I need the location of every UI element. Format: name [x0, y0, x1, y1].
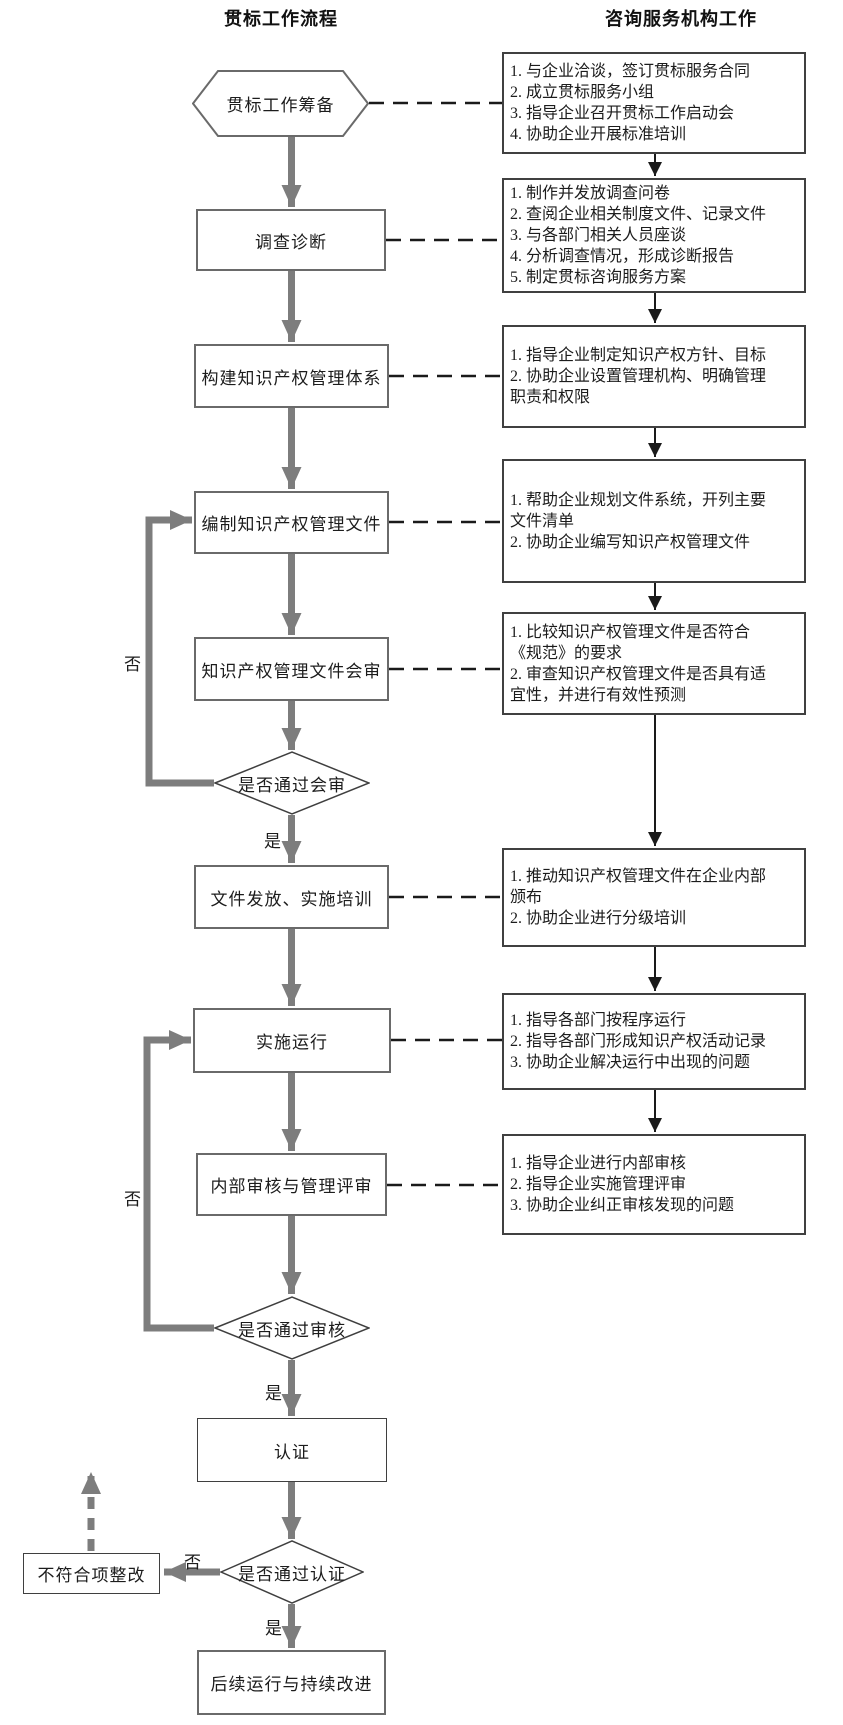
node-rectify: 不符合项整改 [23, 1553, 160, 1594]
branch-yes-audit: 是 [265, 1384, 282, 1403]
decision-pass-audit: 是否通过审核 [214, 1296, 370, 1360]
node-diagnose-label: 调查诊断 [255, 232, 327, 252]
consultant-box-2: 1. 制作并发放调查问卷 2. 查阅企业相关制度文件、记录文件 3. 与各部门相… [502, 178, 806, 293]
consultant-box-1: 1. 与企业洽谈，签订贯标服务合同 2. 成立贯标服务小组 3. 指导企业召开贯… [502, 52, 806, 154]
decision-pass-cert-label: 是否通过认证 [238, 1564, 346, 1584]
node-draft-docs-label: 编制知识产权管理文件 [201, 515, 382, 534]
node-build-system-label: 构建知识产权管理体系 [201, 368, 382, 388]
consultant-box-8: 1. 指导企业进行内部审核 2. 指导企业实施管理评审 3. 协助企业纠正审核发… [502, 1134, 806, 1235]
node-prep: 贯标工作筹备 [192, 70, 369, 137]
node-internal-audit: 内部审核与管理评审 [196, 1153, 387, 1216]
consultant-box-1-text: 1. 与企业洽谈，签订贯标服务合同 2. 成立贯标服务小组 3. 指导企业召开贯… [510, 63, 751, 143]
node-build-system: 构建知识产权管理体系 [194, 344, 389, 408]
loop-audit-no [143, 1030, 214, 1332]
node-continuous: 后续运行与持续改进 [197, 1650, 386, 1715]
decision-pass-review: 是否通过会审 [214, 751, 370, 815]
branch-yes-cert: 是 [265, 1619, 282, 1638]
node-certify-label: 认证 [274, 1442, 310, 1462]
node-draft-docs: 编制知识产权管理文件 [194, 491, 389, 554]
node-rectify-label: 不符合项整改 [37, 1566, 146, 1585]
node-diagnose: 调查诊断 [196, 209, 386, 271]
node-run-label: 实施运行 [256, 1033, 328, 1052]
node-prep-label: 贯标工作筹备 [226, 96, 335, 115]
branch-no-review: 否 [124, 655, 141, 674]
right-column-title: 咨询服务机构工作 [605, 9, 757, 29]
consultant-box-5: 1. 比较知识产权管理文件是否符合 《规范》的要求 2. 审查知识产权管理文件是… [502, 612, 806, 715]
branch-no-audit: 否 [124, 1190, 141, 1209]
node-internal-audit-label: 内部审核与管理评审 [210, 1177, 373, 1196]
node-issue-training: 文件发放、实施培训 [194, 865, 389, 929]
consultant-box-3-text: 1. 指导企业制定知识产权方针、目标 2. 协助企业设置管理机构、明确管理 职责… [510, 347, 767, 406]
consultant-box-4: 1. 帮助企业规划文件系统，开列主要 文件清单 2. 协助企业编写知识产权管理文… [502, 459, 806, 583]
consultant-box-5-text: 1. 比较知识产权管理文件是否符合 《规范》的要求 2. 审查知识产权管理文件是… [510, 623, 767, 704]
consultant-box-7-text: 1. 指导各部门按程序运行 2. 指导各部门形成知识产权活动记录 3. 协助企业… [510, 1012, 767, 1071]
branch-yes-review: 是 [264, 832, 281, 851]
node-run: 实施运行 [193, 1008, 391, 1073]
decision-pass-review-label: 是否通过会审 [238, 775, 346, 795]
node-doc-review: 知识产权管理文件会审 [194, 637, 389, 701]
node-issue-training-label: 文件发放、实施培训 [210, 889, 373, 909]
consultant-box-6-text: 1. 推动知识产权管理文件在企业内部 颁布 2. 协助企业进行分级培训 [510, 868, 767, 927]
consultant-box-6: 1. 推动知识产权管理文件在企业内部 颁布 2. 协助企业进行分级培训 [502, 848, 806, 947]
consultant-box-3: 1. 指导企业制定知识产权方针、目标 2. 协助企业设置管理机构、明确管理 职责… [502, 325, 806, 428]
node-doc-review-label: 知识产权管理文件会审 [201, 661, 382, 681]
node-certify: 认证 [197, 1418, 387, 1482]
loop-review-no [145, 510, 214, 787]
consultant-box-8-text: 1. 指导企业进行内部审核 2. 指导企业实施管理评审 3. 协助企业纠正审核发… [510, 1155, 735, 1214]
consultant-box-2-text: 1. 制作并发放调查问卷 2. 查阅企业相关制度文件、记录文件 3. 与各部门相… [510, 185, 767, 286]
left-column-title: 贯标工作流程 [224, 9, 338, 29]
decision-pass-cert: 是否通过认证 [220, 1540, 364, 1604]
consultant-box-7: 1. 指导各部门按程序运行 2. 指导各部门形成知识产权活动记录 3. 协助企业… [502, 993, 806, 1090]
branch-no-cert: 否 [184, 1553, 201, 1572]
consultant-box-4-text: 1. 帮助企业规划文件系统，开列主要 文件清单 2. 协助企业编写知识产权管理文… [510, 491, 767, 551]
node-continuous-label: 后续运行与持续改进 [210, 1675, 373, 1694]
decision-pass-audit-label: 是否通过审核 [238, 1320, 346, 1340]
